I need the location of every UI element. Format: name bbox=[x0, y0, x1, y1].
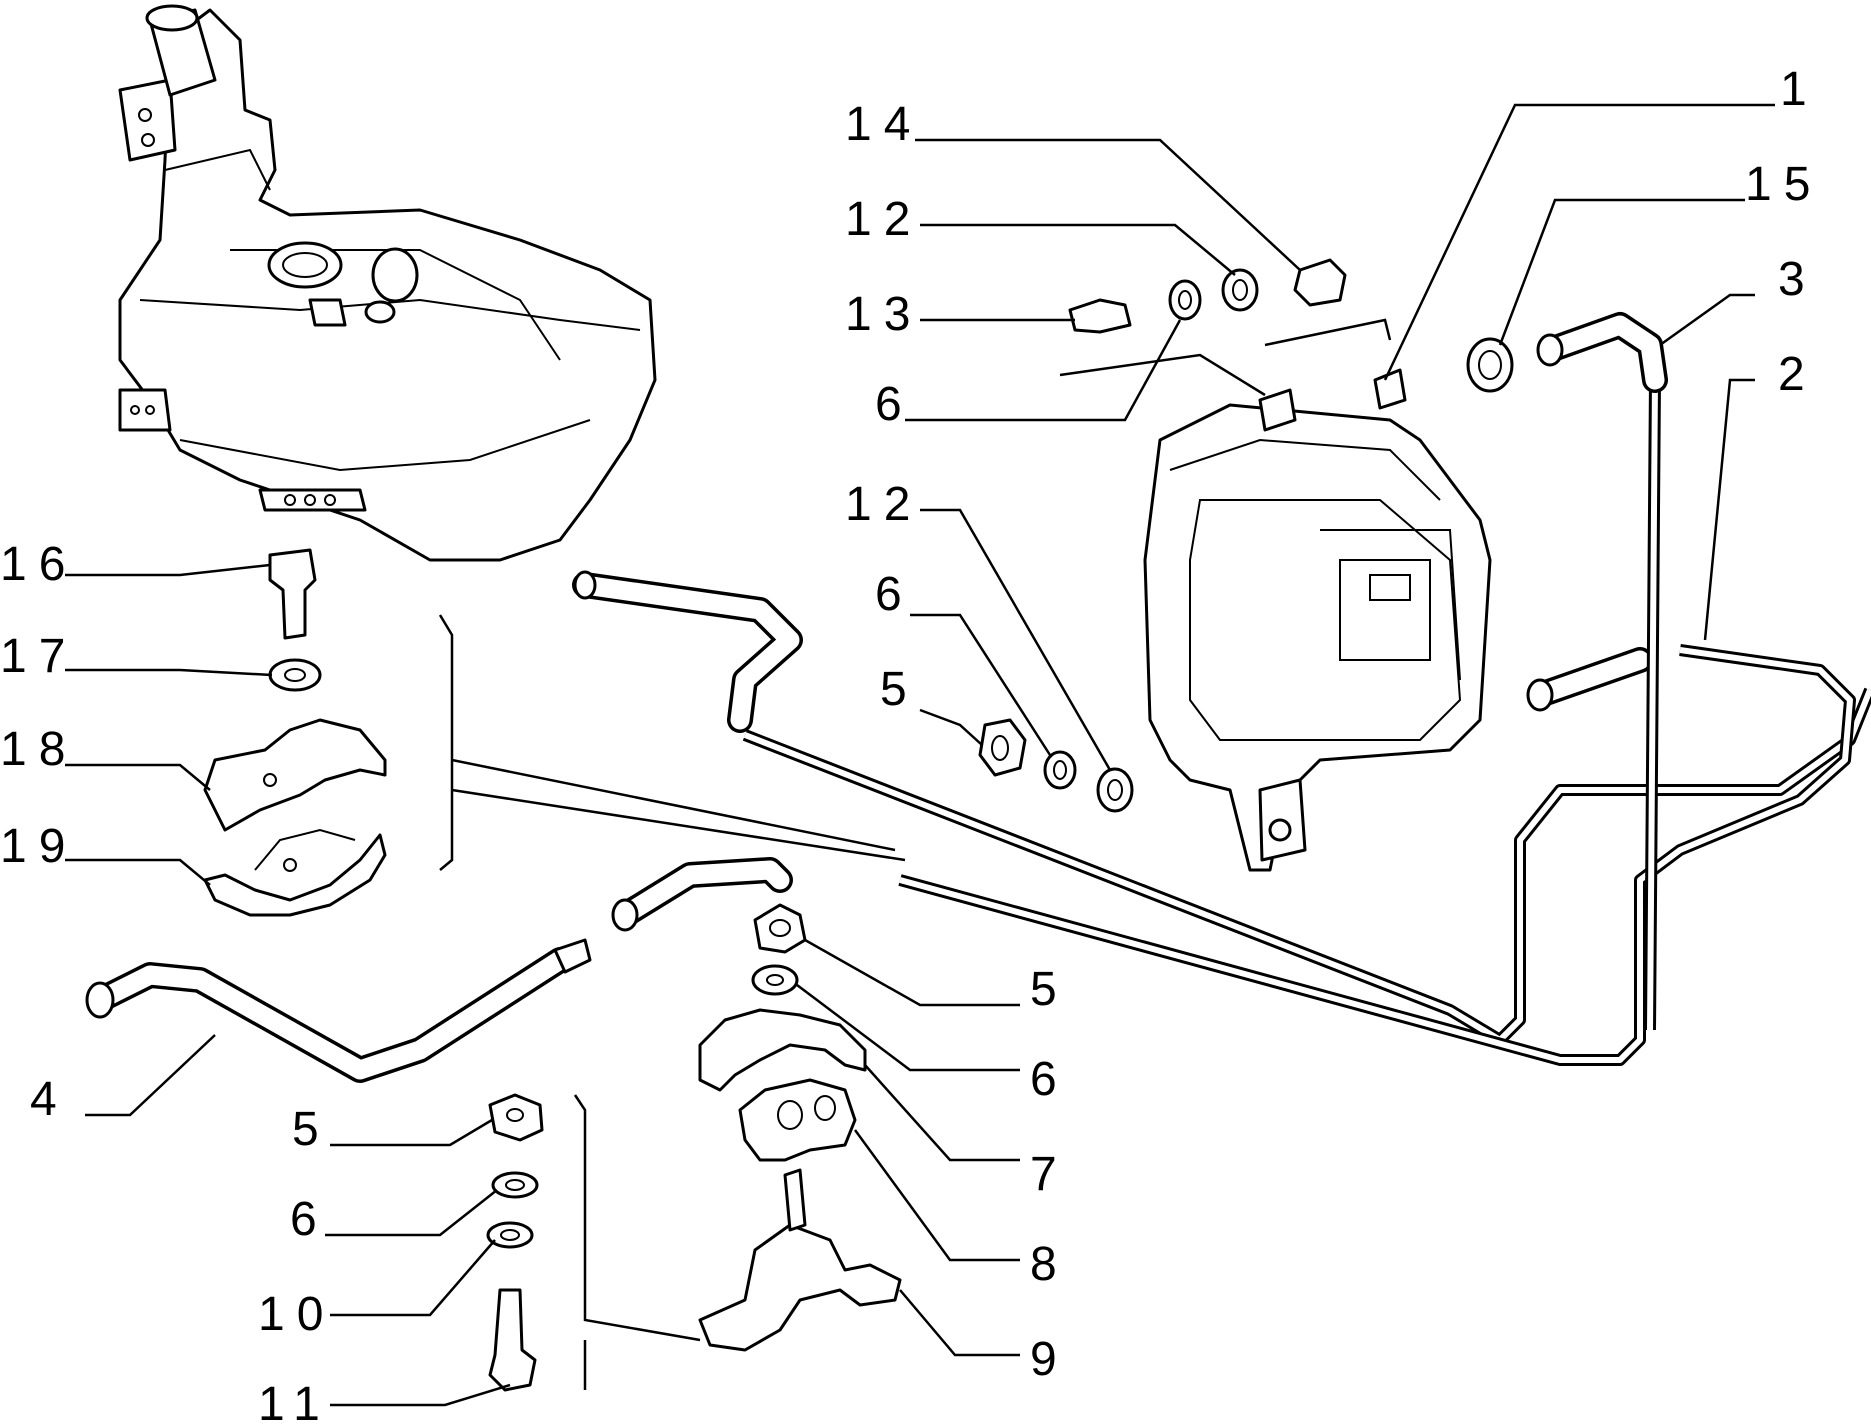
leader-5-center bbox=[804, 938, 1020, 1007]
leader-7 bbox=[864, 1064, 1020, 1162]
part-11-bolt bbox=[488, 1288, 537, 1392]
callout-6-top: 6 bbox=[875, 378, 914, 431]
part-18-bracket bbox=[203, 718, 387, 832]
part-5-nut-lower bbox=[488, 1093, 544, 1142]
callout-10: 10 bbox=[258, 1288, 335, 1341]
leader-6-center bbox=[796, 984, 1020, 1072]
callout-14: 14 bbox=[845, 98, 922, 151]
callout-6-center: 6 bbox=[1030, 1053, 1069, 1106]
leader-8 bbox=[853, 1129, 1020, 1262]
pipe-long bbox=[742, 687, 1871, 1046]
leader-18 bbox=[65, 763, 211, 791]
part-12-washer-mid bbox=[1096, 767, 1134, 813]
part-19-bracket bbox=[203, 828, 387, 917]
callout-11: 11 bbox=[258, 1378, 332, 1427]
part-14-nipple bbox=[1293, 258, 1347, 307]
part-15-clamp bbox=[1466, 337, 1514, 393]
callout-5-center: 5 bbox=[1030, 963, 1069, 1016]
callout-5-mid: 5 bbox=[880, 663, 919, 716]
callout-12-top: 12 bbox=[845, 193, 922, 246]
pipe-lower-left bbox=[611, 857, 793, 932]
callout-7: 7 bbox=[1030, 1148, 1069, 1201]
leader-4 bbox=[85, 1034, 216, 1117]
part-9-bracket bbox=[698, 1168, 902, 1352]
callout-17: 17 bbox=[0, 630, 77, 683]
callout-4: 4 bbox=[30, 1073, 69, 1126]
part-8-clamp bbox=[738, 1078, 857, 1162]
callout-15: 15 bbox=[1745, 158, 1822, 211]
leader-17 bbox=[65, 668, 273, 677]
leader-lines bbox=[65, 103, 1775, 1407]
leader-19 bbox=[65, 858, 211, 886]
leader-15 bbox=[1498, 198, 1745, 346]
callout-13: 13 bbox=[845, 288, 922, 341]
leader-1 bbox=[1383, 103, 1775, 381]
callout-3: 3 bbox=[1778, 253, 1817, 306]
canister bbox=[1143, 368, 1492, 872]
fuel-tank bbox=[118, 4, 657, 562]
callout-5-lower: 5 bbox=[292, 1103, 331, 1156]
leader-16 bbox=[65, 563, 271, 577]
callout-2: 2 bbox=[1778, 348, 1817, 401]
leader-12-mid bbox=[920, 508, 1112, 771]
part-6-washer-mid bbox=[1043, 750, 1077, 790]
leader-2 bbox=[1703, 378, 1755, 641]
leader-12-top bbox=[920, 223, 1236, 276]
leader-9 bbox=[899, 1289, 1020, 1357]
leader-6-mid bbox=[910, 613, 1052, 756]
part-7-clamp bbox=[698, 1008, 867, 1092]
callout-19: 19 bbox=[0, 820, 77, 873]
callout-6-mid: 6 bbox=[875, 568, 914, 621]
callout-9: 9 bbox=[1030, 1333, 1069, 1386]
part-6-washer-top bbox=[1168, 279, 1202, 321]
leader-6-top bbox=[905, 319, 1182, 422]
callout-8: 8 bbox=[1030, 1238, 1069, 1291]
part-6-washer-center bbox=[751, 964, 799, 996]
leader-5-lower bbox=[330, 1118, 493, 1147]
part-16-bolt bbox=[268, 548, 317, 640]
assembly-lines bbox=[438, 318, 1392, 1390]
callout-6-lower: 6 bbox=[290, 1193, 329, 1246]
leader-3 bbox=[1659, 293, 1755, 347]
callout-12-mid: 12 bbox=[845, 478, 922, 531]
callout-labels: 1 2 3 4 5 5 5 6 6 6 6 7 8 9 10 11 12 12 … bbox=[0, 63, 1822, 1427]
pipe-item-4 bbox=[85, 938, 592, 1083]
part-17-washer bbox=[268, 658, 322, 692]
pipe-upper-left bbox=[572, 570, 803, 733]
leader-6-lower bbox=[325, 1189, 498, 1237]
pipe-item-3 bbox=[1536, 312, 1668, 1031]
pipe-item-2 bbox=[898, 644, 1856, 1066]
leader-11 bbox=[330, 1383, 511, 1407]
part-10-washer bbox=[486, 1221, 534, 1249]
part-12-washer-top bbox=[1221, 268, 1259, 312]
callout-1: 1 bbox=[1780, 63, 1819, 116]
part-6-washer-lower bbox=[491, 1171, 539, 1199]
leader-14 bbox=[915, 138, 1301, 271]
part-5-nut-mid bbox=[978, 718, 1027, 777]
leader-10 bbox=[330, 1239, 496, 1317]
part-13-connector bbox=[1068, 298, 1132, 334]
leader-5-mid bbox=[919, 708, 983, 746]
callout-18: 18 bbox=[0, 723, 77, 776]
part-5-nut-center bbox=[753, 903, 807, 954]
callout-16: 16 bbox=[0, 538, 77, 591]
